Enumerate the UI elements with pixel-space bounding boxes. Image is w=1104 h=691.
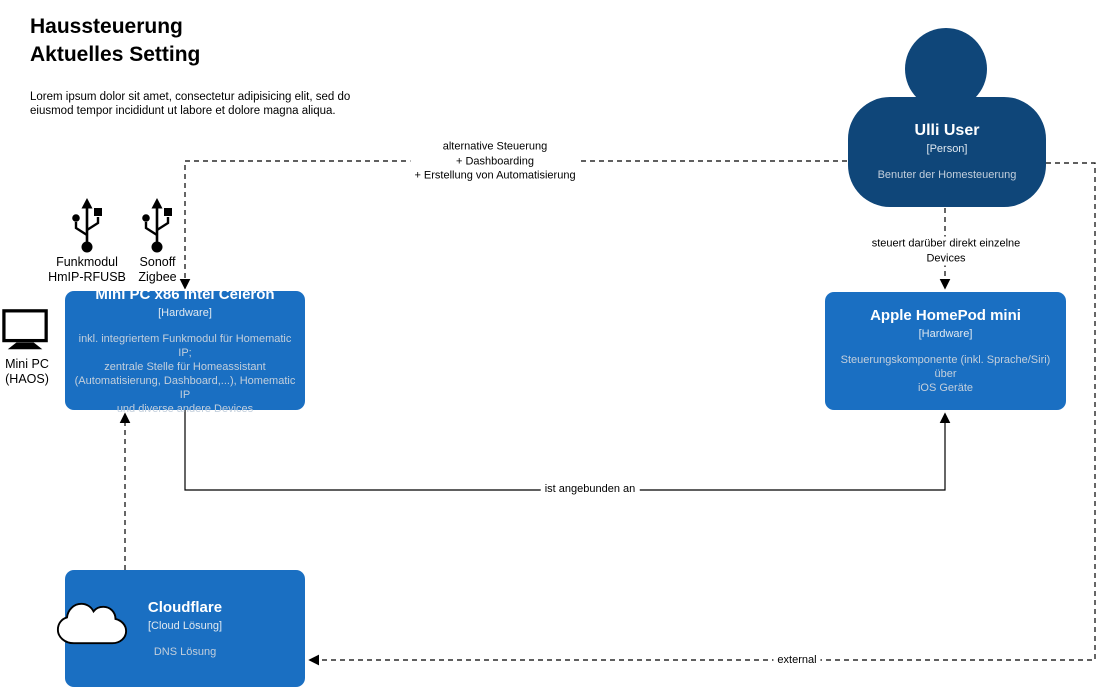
usb-sonoff-label: Sonoff Zigbee <box>138 255 177 284</box>
edge-label-angebunden: ist angebunden an <box>540 481 640 497</box>
person-head-icon <box>905 28 987 110</box>
usb-funkmodul-label: Funkmodul HmIP-RFUSB <box>48 255 126 284</box>
node-ulli-user[interactable]: Ulli User [Person] Benuter der Homesteue… <box>848 97 1046 207</box>
usb-icon-sonoff <box>142 198 172 253</box>
node-title: Cloudflare <box>147 598 223 616</box>
usb-icon-funkmodul <box>72 198 102 253</box>
edge-angebunden-line <box>184 410 951 491</box>
node-description: inkl. integriertem Funkmodul für Homemat… <box>74 332 296 415</box>
node-homepod[interactable]: Apple HomePod mini [Hardware] Steuerungs… <box>825 292 1066 410</box>
node-mini-pc[interactable]: Mini PC x86 Intel Celeron [Hardware] ink… <box>65 286 305 415</box>
page-title: Haussteuerung Aktuelles Setting <box>30 15 201 66</box>
node-description: DNS Lösung <box>153 645 217 658</box>
edge-alternative-line <box>179 160 847 290</box>
node-type: [Person] <box>926 143 968 155</box>
node-type: [Cloud Lösung] <box>148 619 222 632</box>
page-description: Lorem ipsum dolor sit amet, consectetur … <box>30 91 351 117</box>
node-description: Benuter der Homesteuerung <box>877 169 1017 181</box>
edge-label-steuert: steuert darüber direkt einzelne Devices <box>867 236 1025 266</box>
monitor-icon <box>2 309 48 350</box>
minipc-haos-label: Mini PC (HAOS) <box>5 357 49 386</box>
node-description: Steuerungskomponente (inkl. Sprache/Siri… <box>840 354 1051 394</box>
node-title: Mini PC x86 Intel Celeron <box>95 285 275 303</box>
edge-label-alternative: alternative Steuerung + Dashboarding + E… <box>410 139 580 183</box>
node-type: [Hardware] <box>158 306 212 319</box>
node-cloudflare[interactable]: Cloudflare [Cloud Lösung] DNS Lösung <box>65 570 305 687</box>
edge-external-line <box>308 162 1096 666</box>
edge-label-external: external <box>773 652 821 668</box>
node-type: [Hardware] <box>918 328 973 340</box>
node-title: Apple HomePod mini <box>870 307 1021 324</box>
node-title: Ulli User <box>914 122 980 139</box>
cloud-icon <box>56 602 128 645</box>
